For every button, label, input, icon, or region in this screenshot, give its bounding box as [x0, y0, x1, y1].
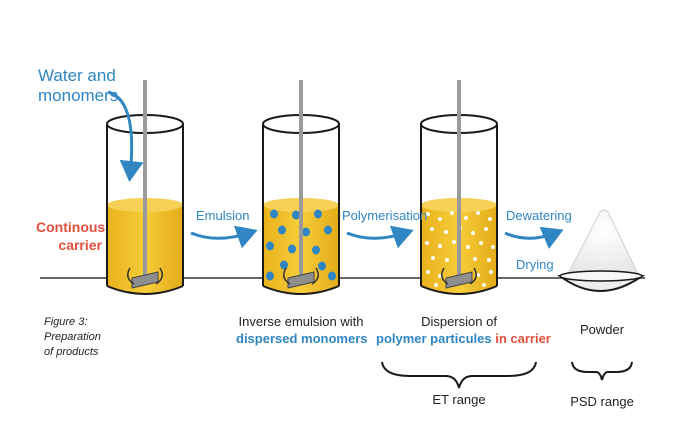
water-monomers-label: Water and monomers: [38, 66, 119, 105]
beaker-2: [262, 80, 340, 295]
powder-pile: [565, 209, 641, 279]
arrow-polymerisation: [346, 225, 414, 249]
brace-et-range: [381, 361, 537, 389]
arrow-dewatering: [504, 226, 564, 249]
et-range-label: ET range: [432, 392, 486, 407]
arrow-emulsion: [190, 225, 258, 249]
step-emulsion: Emulsion: [196, 208, 250, 223]
step-dewatering: Dewatering: [506, 208, 572, 223]
figure-caption: Figure 3: Preparation of products: [44, 316, 101, 358]
powder-bowl: [556, 209, 646, 292]
caption-dispersion: Dispersion of polymer particules in carr…: [376, 314, 551, 346]
caption-inverse-emulsion: Inverse emulsion with dispersed monomers: [236, 314, 368, 346]
caption-powder: Powder: [579, 322, 625, 337]
brace-psd-range: [571, 361, 633, 381]
in-carrier-text: in carrier: [491, 331, 551, 346]
stirrer-rod-2: [299, 80, 303, 280]
beaker-3: [420, 80, 498, 295]
beaker-1: [106, 80, 184, 295]
psd-range-label: PSD range: [570, 394, 634, 409]
continuous-carrier-label: Continous carrier: [36, 219, 106, 253]
stirrer-rod-1: [143, 80, 147, 280]
stirrer-rod-3: [457, 80, 461, 280]
polymer-particules-text: polymer particules: [376, 331, 492, 346]
arrow-water-in: [107, 90, 144, 182]
monomer-droplets: [266, 209, 336, 281]
step-polymerisation: Polymerisation: [342, 208, 428, 223]
step-drying: Drying: [516, 257, 554, 272]
